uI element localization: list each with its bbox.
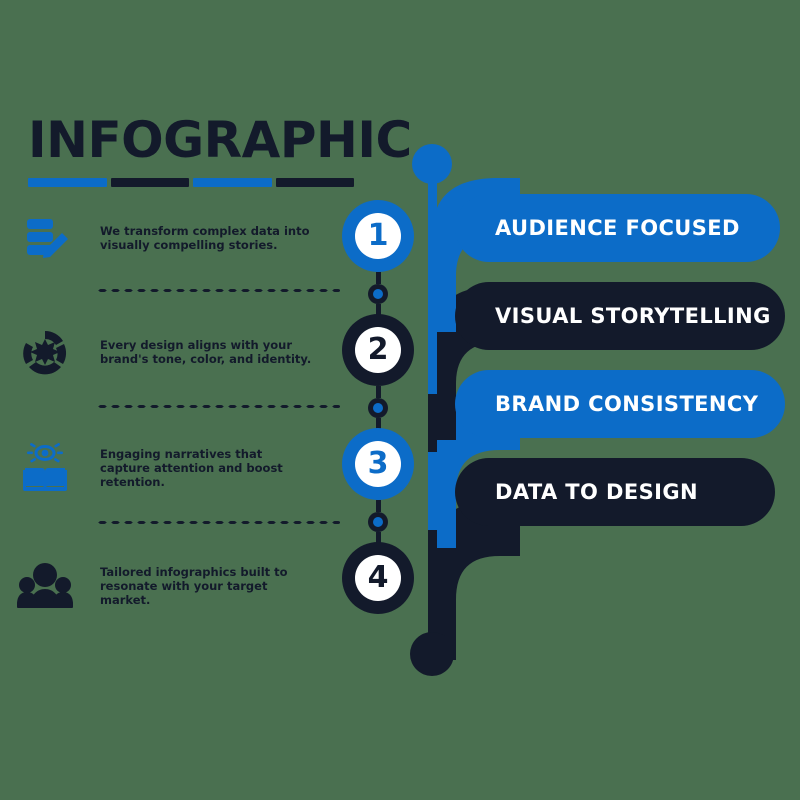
banner-label-1: AUDIENCE FOCUSED (495, 216, 740, 240)
banner-brand-consistency[interactable]: BRAND CONSISTENCY (455, 370, 785, 438)
stem-segment-navy-1 (428, 394, 437, 452)
rule-segment-1 (28, 178, 107, 187)
banner-visual-storytelling[interactable]: VISUAL STORYTELLING (455, 282, 785, 350)
row-separator-3 (96, 520, 340, 525)
title-block: INFOGRAPHIC (28, 111, 412, 187)
step-number-label-1: 1 (355, 213, 401, 259)
step-number-circle-1[interactable]: 1 (342, 200, 414, 272)
step-number-label-3: 3 (355, 441, 401, 487)
step-number-circle-2[interactable]: 2 (342, 314, 414, 386)
stem-segment-navy-2 (428, 530, 437, 646)
step-number-label-4: 4 (355, 555, 401, 601)
step-row-3: Engaging narratives that capture attenti… (14, 428, 344, 508)
step-description-1: We transform complex data into visually … (100, 224, 310, 252)
step-number-circle-3[interactable]: 3 (342, 428, 414, 500)
stem-segment-blue-upper (428, 168, 437, 530)
step-connector-2-3 (367, 386, 389, 436)
step-number-circle-4[interactable]: 4 (342, 542, 414, 614)
banner-audience-focused[interactable]: AUDIENCE FOCUSED (455, 194, 780, 262)
banner-label-4: DATA TO DESIGN (495, 480, 698, 504)
step-description-3: Engaging narratives that capture attenti… (100, 447, 283, 489)
row-separator-1 (96, 288, 340, 293)
title-underline-rule (28, 178, 354, 187)
page-title: INFOGRAPHIC (28, 111, 412, 169)
step-description-2: Every design aligns with your brand's to… (100, 338, 312, 366)
step-row-1: We transform complex data into visually … (14, 198, 344, 278)
rule-segment-2 (110, 178, 189, 187)
step-description-4: Tailored infographics built to resonate … (100, 565, 288, 607)
banner-label-2: VISUAL STORYTELLING (495, 304, 771, 328)
step-number-label-2: 2 (355, 327, 401, 373)
step-connector-3-4 (367, 500, 389, 550)
spine-top-dot (412, 144, 452, 184)
banner-label-3: BRAND CONSISTENCY (495, 392, 759, 416)
data-edit-icon (14, 207, 76, 269)
audience-group-icon (14, 555, 76, 617)
rule-segment-4 (275, 178, 354, 187)
banner-data-to-design[interactable]: DATA TO DESIGN (455, 458, 775, 526)
step-row-4: Tailored infographics built to resonate … (14, 546, 344, 626)
rule-segment-3 (193, 178, 272, 187)
step-row-2: Every design aligns with your brand's to… (14, 312, 344, 392)
brand-target-icon (14, 321, 76, 383)
story-book-icon (14, 437, 76, 499)
spine-bottom-dot (410, 632, 454, 676)
step-connector-1-2 (367, 272, 389, 322)
row-separator-2 (96, 404, 340, 409)
